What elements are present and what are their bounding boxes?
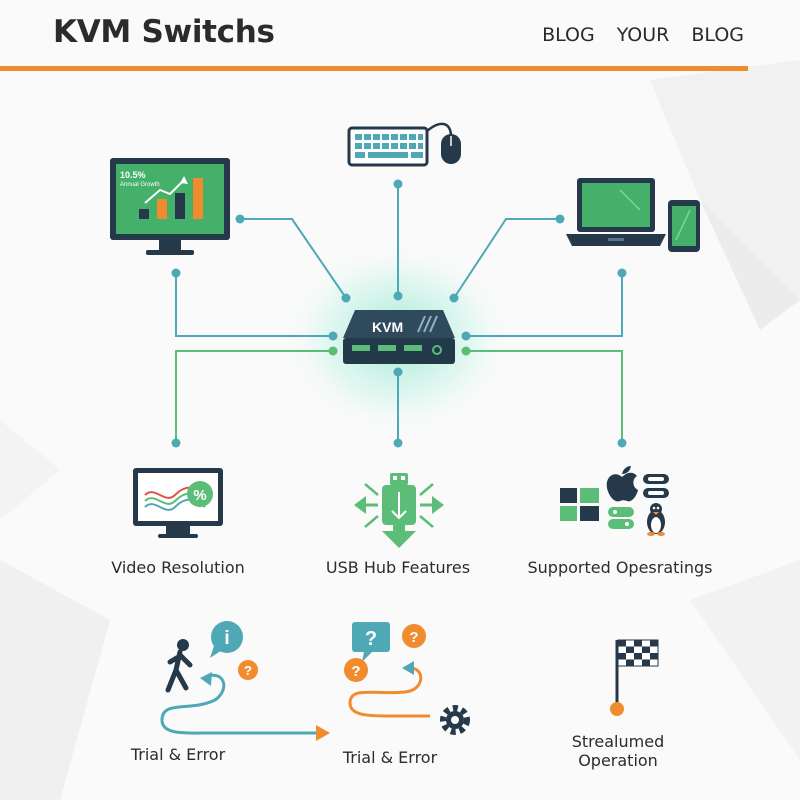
trial-path-left: i ? xyxy=(160,621,330,741)
info-bubble-icon xyxy=(211,621,243,653)
keyboard-mouse-icon xyxy=(347,122,461,167)
label-usb-hub-features: USB Hub Features xyxy=(325,558,471,577)
trial-path-middle: ? ? ? xyxy=(344,622,470,735)
growth-label: Annual Growth xyxy=(120,182,160,188)
label-video-resolution: Video Resolution xyxy=(111,558,245,577)
label-operation-line2: Operation xyxy=(578,751,658,770)
svg-text:?: ? xyxy=(244,663,252,678)
header-divider xyxy=(0,66,748,71)
label-trial-error-1: Trial & Error xyxy=(130,745,226,764)
gear-icon xyxy=(440,705,470,735)
question-badge-icon-3 xyxy=(344,658,368,682)
linux-penguin-icon xyxy=(647,503,665,536)
question-chat-icon xyxy=(352,622,390,652)
apple-icon xyxy=(606,466,638,502)
hub-label: KVM xyxy=(372,319,403,335)
growth-value: 10.5% xyxy=(120,170,146,180)
top-nav: BLOG YOUR BLOG xyxy=(542,24,744,46)
label-supported-os: Supported Opesratings xyxy=(527,558,713,577)
page-title: KVM Switchs xyxy=(53,14,275,50)
finish-flag-icon xyxy=(610,639,659,716)
label-trial-error-2: Trial & Error xyxy=(342,748,438,767)
connection-dots xyxy=(171,179,627,448)
question-badge-icon-2 xyxy=(402,624,426,648)
controller-icon xyxy=(643,474,669,498)
windows-icon xyxy=(560,488,599,521)
percent-icon: % xyxy=(193,487,206,504)
svg-text:?: ? xyxy=(351,663,360,680)
svg-text:?: ? xyxy=(365,628,377,650)
svg-text:i: i xyxy=(224,628,229,649)
usb-hub-icon xyxy=(354,473,444,548)
arrow-right-icon xyxy=(316,725,330,741)
walking-person-icon xyxy=(165,639,193,693)
kvm-switch-icon: KVM xyxy=(343,310,455,364)
label-operation-line1: Strealumed xyxy=(571,732,665,751)
nav-link-your[interactable]: YOUR xyxy=(616,24,670,46)
growth-monitor-icon: 10.5% Annual Growth xyxy=(110,158,230,255)
svg-text:?: ? xyxy=(409,629,418,646)
nav-link-blog-2[interactable]: BLOG xyxy=(691,24,744,46)
os-icons-group xyxy=(560,466,669,536)
gamepad-icon xyxy=(608,507,634,529)
question-badge-icon xyxy=(238,660,258,680)
video-resolution-icon: % xyxy=(133,468,223,538)
connection-lines xyxy=(175,184,623,443)
laptop-phone-icon xyxy=(566,178,700,252)
nav-link-blog[interactable]: BLOG xyxy=(542,24,595,46)
